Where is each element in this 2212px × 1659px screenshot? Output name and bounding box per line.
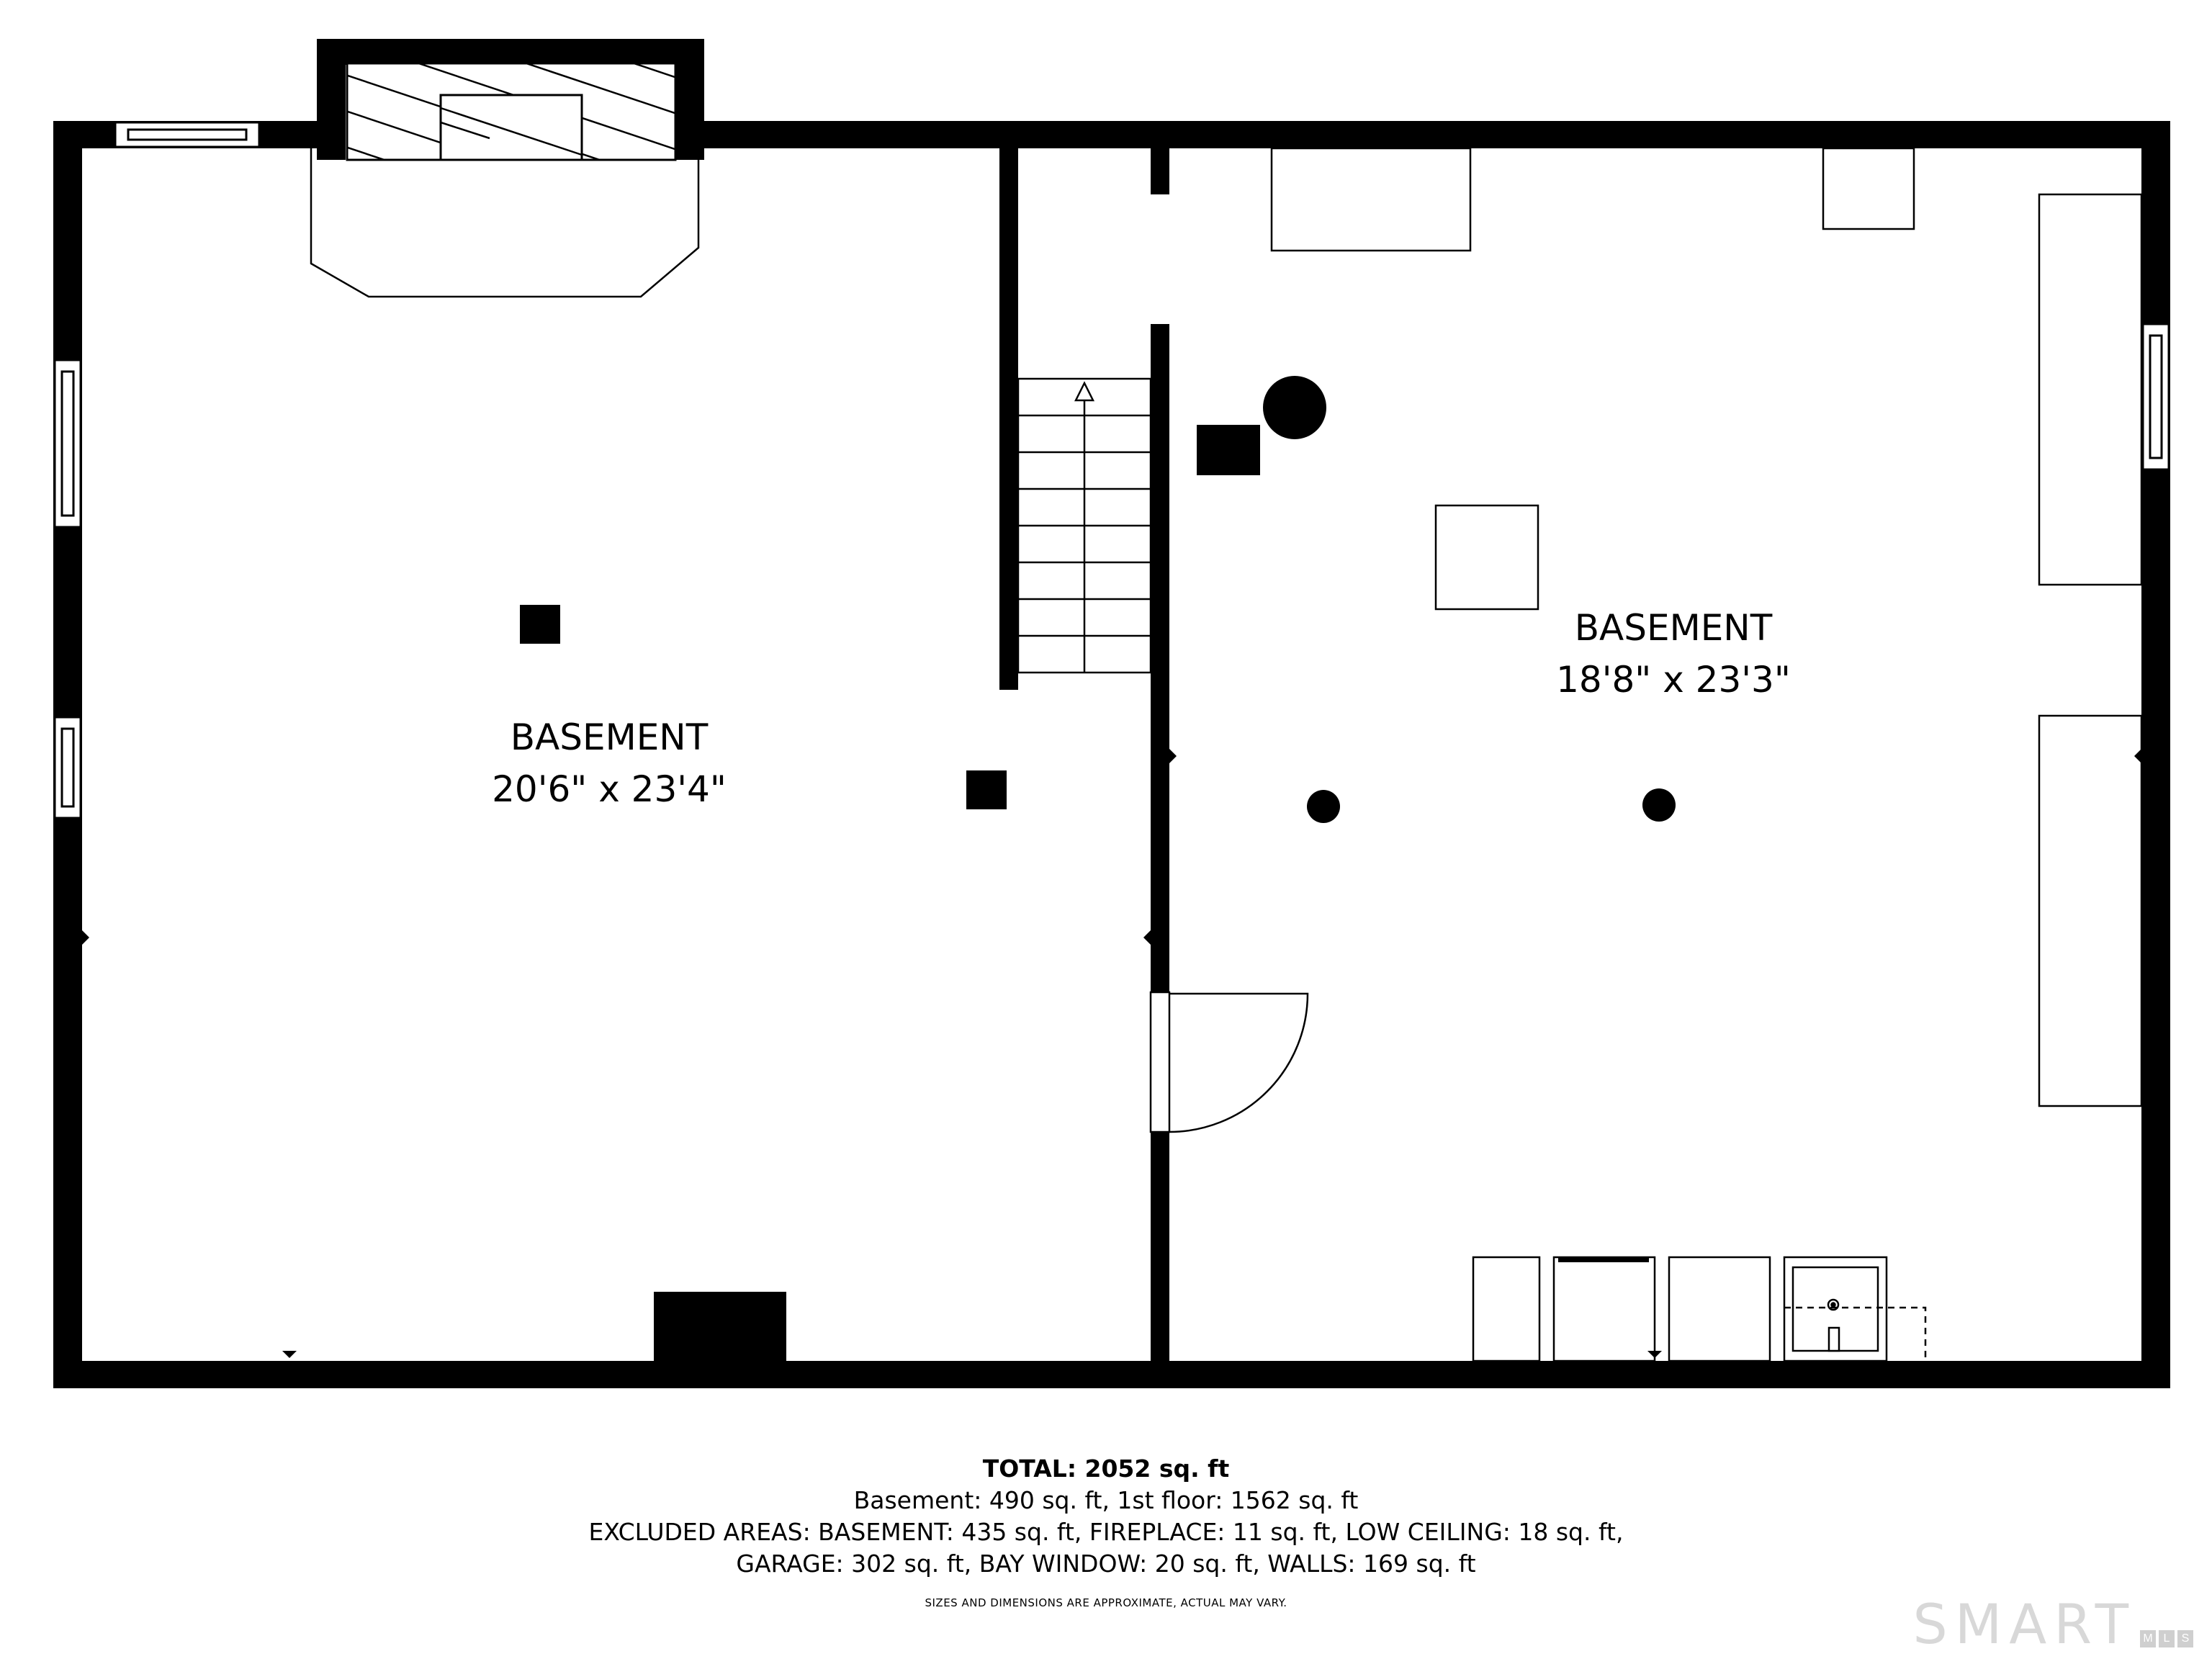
logo-mls-letter: L <box>2159 1630 2175 1647</box>
window-left-upper <box>53 359 82 529</box>
door <box>1149 991 1309 1133</box>
window-left-lower <box>53 716 82 819</box>
fireplace <box>346 59 677 161</box>
logo-word: SMART <box>1912 1592 2136 1656</box>
stairs <box>1017 377 1152 674</box>
window-top-left <box>114 121 261 148</box>
excluded-areas-line-1: EXCLUDED AREAS: BASEMENT: 435 sq. ft, FI… <box>588 1518 1624 1546</box>
smart-mls-logo: SMART M L S <box>1912 1596 2193 1653</box>
total-area: TOTAL: 2052 sq. ft <box>982 1455 1230 1483</box>
room-dimensions: 18'8" x 23'3" <box>1556 659 1791 701</box>
window-right <box>2141 323 2170 471</box>
bay-window-outline <box>310 148 700 298</box>
columns <box>520 376 1676 1362</box>
windows <box>53 121 2170 819</box>
room-dimensions: 20'6" x 23'4" <box>492 768 727 810</box>
logo-mls-badge: M L S <box>2140 1630 2193 1647</box>
area-summary: TOTAL: 2052 sq. ft Basement: 490 sq. ft,… <box>0 1453 2212 1610</box>
excluded-areas-line-2: GARAGE: 302 sq. ft, BAY WINDOW: 20 sq. f… <box>736 1550 1476 1578</box>
exterior-walls <box>53 39 2170 1388</box>
interior-walls <box>999 148 1169 1362</box>
room-name: BASEMENT <box>510 716 709 758</box>
room-label-basement-right: BASEMENT 18'8" x 23'3" <box>1457 602 1889 706</box>
laundry-sink <box>1783 1256 1927 1362</box>
room-label-basement-left: BASEMENT 20'6" x 23'4" <box>393 711 825 815</box>
measurement-markers <box>82 141 2141 1358</box>
fixtures <box>1270 147 2143 1362</box>
room-name: BASEMENT <box>1574 607 1773 649</box>
logo-mls-letter: M <box>2140 1630 2156 1647</box>
logo-mls-letter: S <box>2177 1630 2193 1647</box>
disclaimer: SIZES AND DIMENSIONS ARE APPROXIMATE, AC… <box>925 1596 1287 1609</box>
area-breakdown: Basement: 490 sq. ft, 1st floor: 1562 sq… <box>853 1486 1359 1514</box>
